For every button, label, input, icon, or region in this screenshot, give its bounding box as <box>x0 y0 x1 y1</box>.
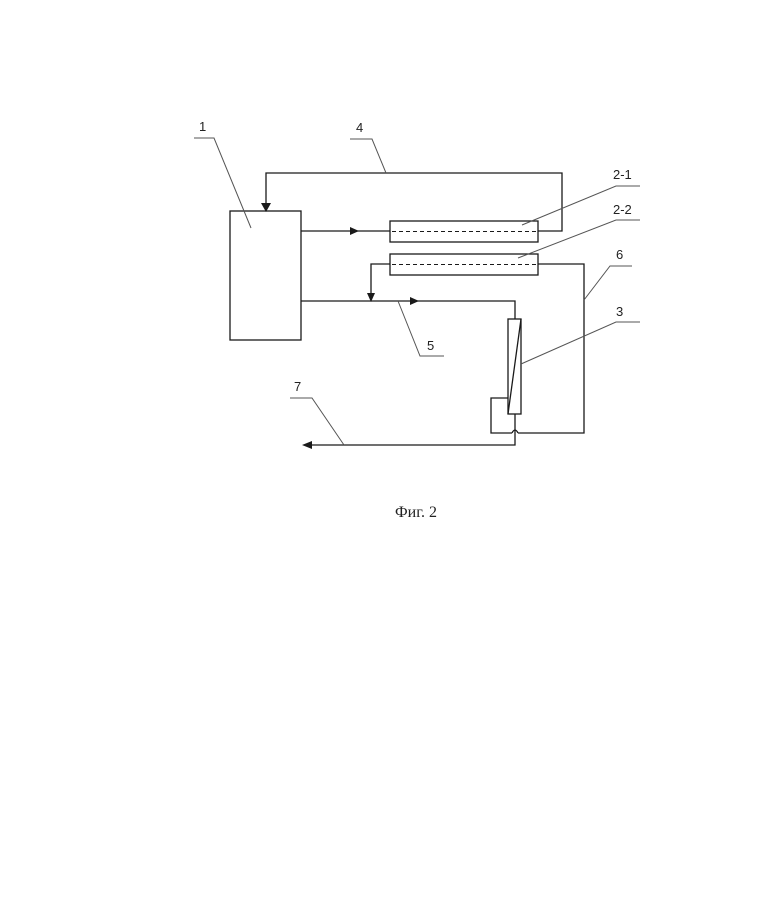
label-2-2: 2-2 <box>613 202 632 217</box>
label-3: 3 <box>616 304 623 319</box>
label-5: 5 <box>427 338 434 353</box>
arrow-line-5 <box>410 297 419 305</box>
block-1 <box>230 211 301 340</box>
label-4: 4 <box>356 120 363 135</box>
figure-caption: Фиг. 2 <box>395 504 437 521</box>
leader-4 <box>350 139 386 173</box>
label-6: 6 <box>616 247 623 262</box>
label-2-1: 2-1 <box>613 167 632 182</box>
leader-6 <box>584 266 632 300</box>
flow-line-5 <box>301 301 515 319</box>
heat-exchanger-3-diagonal <box>508 319 521 414</box>
leader-7 <box>290 398 344 445</box>
leader-5 <box>398 301 444 356</box>
label-1: 1 <box>199 119 206 134</box>
arrow-to-2-1 <box>350 227 359 235</box>
flow-line-6 <box>518 264 584 433</box>
branch-from-2-2 <box>371 264 390 295</box>
label-7: 7 <box>294 379 301 394</box>
arrow-output-7 <box>302 441 312 449</box>
leader-3 <box>521 322 640 364</box>
leader-1 <box>194 138 251 228</box>
flow-line-4 <box>266 173 562 231</box>
